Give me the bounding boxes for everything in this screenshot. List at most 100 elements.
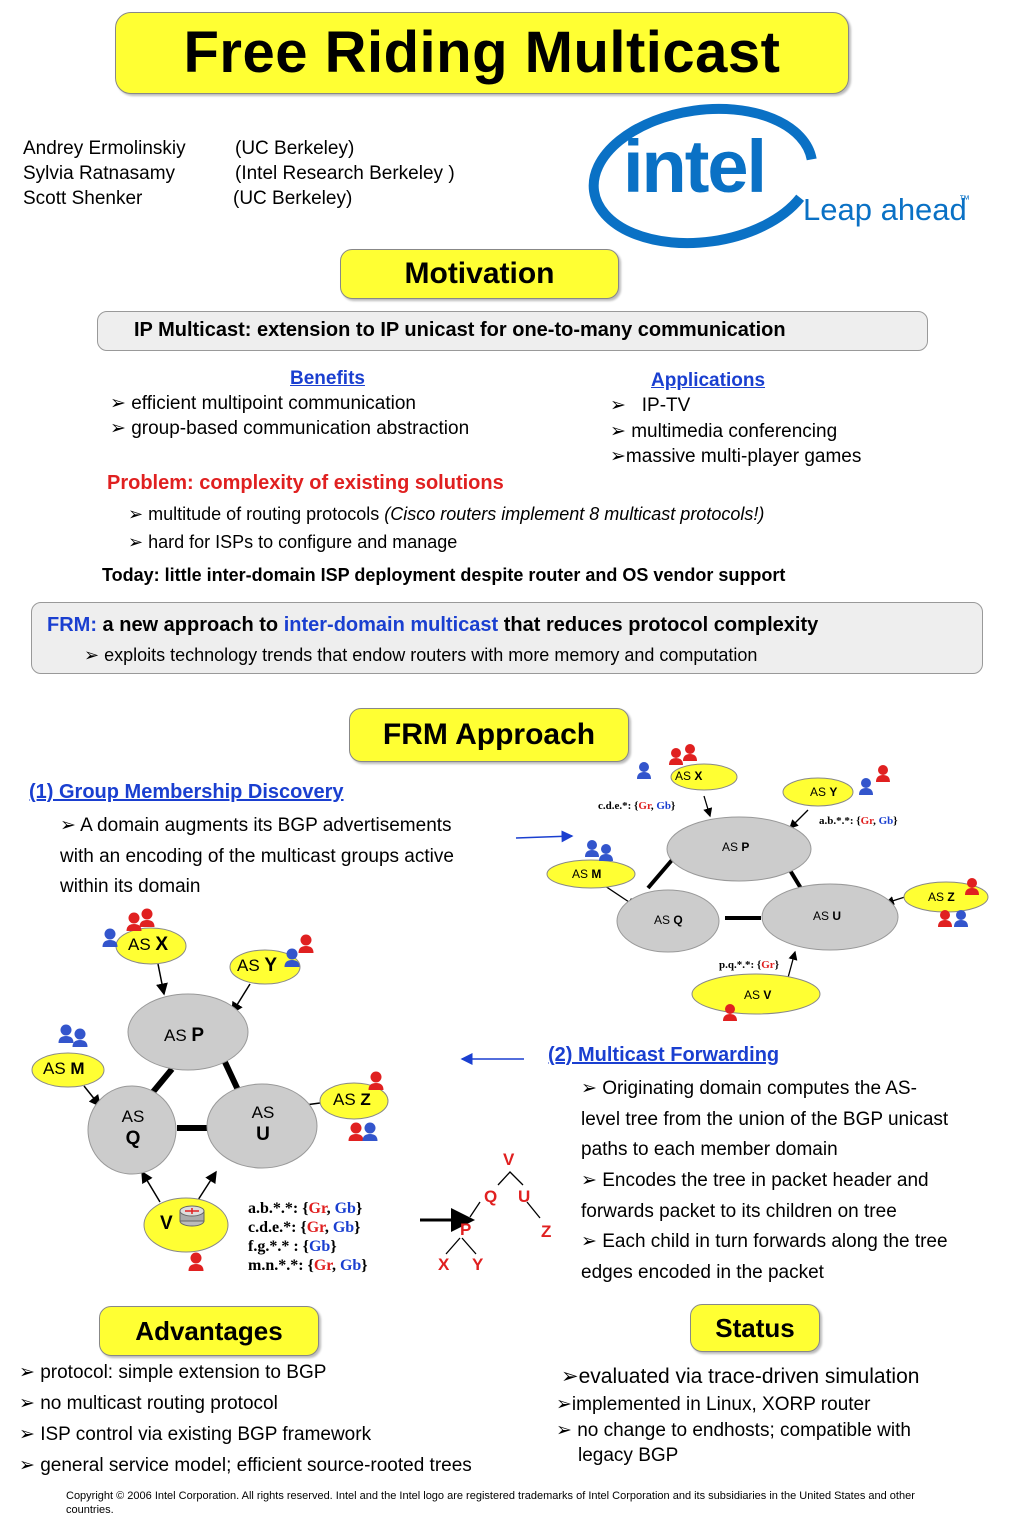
arrow-y-p [789,809,809,829]
adv-prefix: a.b.*.*: { [819,815,861,827]
table-prefix: f.g.*.* : { [248,1238,309,1255]
member-blue-icon [585,840,599,857]
as-prefix: AS [164,1026,187,1045]
member-red-icon [139,908,155,927]
copyright-footer: Copyright © 2006 Intel Corporation. All … [66,1490,915,1516]
author-affiliation: (Intel Research Berkeley ) [235,163,455,184]
member-red-icon [298,934,314,953]
group-gb: Gb [332,1219,355,1236]
motivation-heading-box: Motivation [340,249,619,299]
advantage-item: ➢ general service model; efficient sourc… [19,1455,472,1476]
as-letter: Y [264,955,278,976]
as-prefix: AS [928,890,945,904]
tree-node-u: U [518,1187,531,1206]
today-statement: Today: little inter-domain ISP deploymen… [102,565,786,585]
problem-item: ➢ multitude of routing protocols (Cisco … [128,502,764,527]
as-letter: Y [829,785,838,799]
member-blue-icon [72,1028,88,1047]
as-letter: U [256,1124,270,1145]
frm-banner: FRM: a new approach to inter-domain mult… [31,602,983,674]
table-row: c.d.e.*: {Gr, Gb} [248,1219,361,1236]
advantage-item: ➢ no multicast routing protocol [19,1393,278,1414]
label-as-y: AS Y [810,785,837,799]
node-as-z [319,1082,389,1120]
as-prefix: AS [121,1107,145,1126]
as-prefix: AS [810,785,827,799]
as-prefix: AS [237,956,260,975]
as-letter: U [832,909,842,923]
application-item: ➢ IP-TV [610,395,691,416]
mf-line: ➢ Originating domain computes the AS- [581,1078,917,1099]
advantage-item: ➢ protocol: simple extension to BGP [19,1362,327,1383]
table-row: m.n.*.*: {Gr, Gb} [248,1257,368,1274]
table-row: f.g.*.* : {Gb} [248,1238,337,1255]
mf-line: ➢ Encodes the tree in packet header and [581,1170,929,1191]
author-name: Sylvia Ratnasamy [23,163,176,184]
adv-sep: , [650,800,657,812]
as-letter: Q [673,913,683,927]
gmd-line: within its domain [60,876,201,897]
mf-line: level tree from the union of the BGP uni… [581,1109,949,1130]
tree-node-q: Q [484,1187,498,1206]
author-name: Scott Shenker [23,188,143,209]
tree-node-z: Z [541,1222,552,1241]
mf-line: ➢ Each child in turn forwards along the … [581,1231,948,1252]
as-letter: Z [360,1090,371,1109]
intel-tagline: Leap ahead [803,192,967,227]
application-item: ➢massive multi-player games [610,446,862,467]
node-as-y [229,949,301,985]
gmd-line: with an encoding of the multicast groups… [60,846,454,867]
as-prefix: AS [43,1059,66,1078]
frm-label: FRM: [47,614,97,636]
label-as-p: AS P [722,840,749,854]
tree-node-p: P [460,1220,472,1239]
as-prefix: AS [333,1090,356,1109]
author-affiliation: (UC Berkeley) [235,138,355,159]
advantages-heading-box: Advantages [99,1306,319,1356]
label-as-u: AS U [249,1102,277,1146]
arrow-v-q [141,1170,161,1203]
adv-close: } [774,959,780,971]
as-prefix: AS [722,840,739,854]
node-as-p [666,816,812,882]
distribution-tree-edges [445,1171,541,1255]
applications-heading: Applications [651,370,766,391]
status-item: ➢ no change to endhosts; compatible with [556,1420,911,1441]
benefit-item: ➢ group-based communication abstraction [110,418,470,439]
bottom-diagram-graph [31,908,541,1271]
application-item: ➢ multimedia conferencing [610,421,838,442]
label-as-z: AS Z [928,890,955,904]
group-gb: Gb [339,1257,362,1274]
as-prefix: AS [675,769,692,783]
status-heading-box: Status [690,1304,820,1352]
status-heading: Status [715,1313,795,1343]
as-letter: V [763,988,772,1002]
as-prefix: AS [251,1103,275,1122]
frm-approach-heading-box: FRM Approach [349,708,629,762]
group-gb: Gb [878,815,894,827]
gmd-heading: (1) Group Membership Discovery [29,781,344,803]
tree-node-y: Y [472,1255,484,1274]
member-red-icon [669,748,683,765]
member-blue-icon [599,844,613,861]
adv-prefix: p.q.*.*: { [719,959,762,971]
problem-item: ➢ hard for ISPs to configure and manage [128,532,458,552]
tree-node-v: V [503,1150,515,1169]
member-red-icon [188,1252,204,1271]
as-prefix: AS [572,867,589,881]
member-red-icon [876,765,890,782]
adv-close: } [671,800,676,812]
table-prefix: a.b.*.*: { [248,1200,309,1217]
frm-banner-line: FRM: a new approach to inter-domain mult… [47,612,818,639]
poster-title: Free Riding Multicast [183,20,781,85]
node-as-u [206,1083,318,1169]
intel-wordmark: intel [623,125,767,208]
member-blue-icon [362,1122,378,1141]
title-box: Free Riding Multicast [115,12,849,94]
router-icon [179,1205,205,1227]
mf-line: forwards packet to its children on tree [581,1201,897,1222]
label-as-z: AS Z [333,1090,371,1110]
group-gr: Gr [761,959,775,971]
edge-p-u [221,1058,241,1092]
